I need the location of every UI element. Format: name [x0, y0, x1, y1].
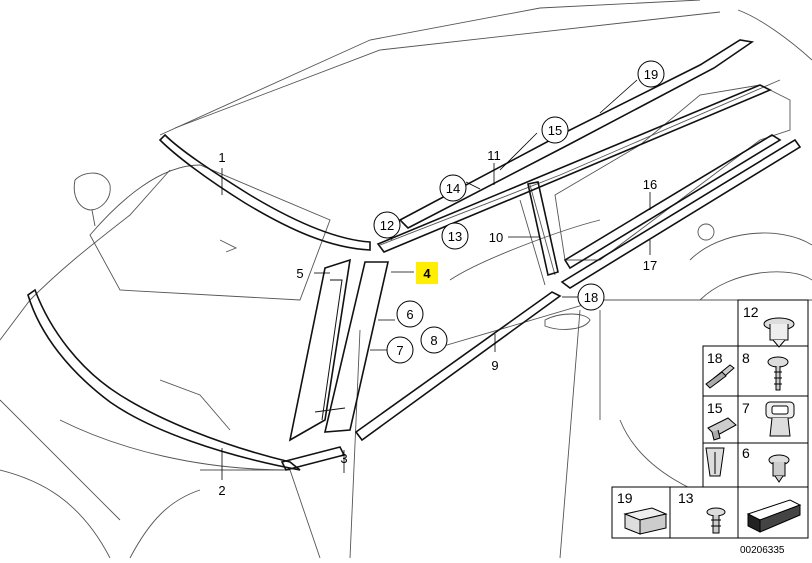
screw-8-icon [767, 356, 789, 391]
callout-2: 2 [218, 483, 225, 498]
callout-10: 10 [489, 230, 503, 245]
parts-panel: 12 18 8 15 7 14 6 19 13 [611, 299, 809, 539]
callout-12-circle [373, 211, 401, 239]
callout-14-circle [439, 174, 467, 202]
callout-9: 9 [491, 358, 498, 373]
callout-18-circle [577, 283, 605, 311]
rivet-6-icon [768, 454, 790, 483]
part-box-18-8 [702, 345, 809, 397]
reference-arrow-icon [746, 499, 802, 533]
part-label-15: 15 [707, 400, 723, 416]
callout-15: 15 [548, 123, 562, 138]
grommet-14-icon [705, 447, 725, 477]
callouts: 1 2 3 4 5 6 7 8 9 10 11 12 13 14 15 16 1… [218, 60, 665, 498]
callout-6: 6 [406, 307, 413, 322]
callout-18: 18 [584, 290, 598, 305]
clip-12-icon [763, 317, 795, 348]
callout-13-circle [441, 222, 469, 250]
callout-4: 4 [423, 266, 431, 281]
callout-11: 11 [487, 148, 501, 163]
callout-7: 7 [396, 343, 403, 358]
callout-3: 3 [340, 451, 347, 466]
part-label-7: 7 [742, 400, 750, 416]
callout-8-circle [420, 326, 448, 354]
callout-5: 5 [296, 266, 303, 281]
part-label-19: 19 [617, 490, 633, 506]
callout-19: 19 [644, 67, 658, 82]
part-label-8: 8 [742, 350, 750, 366]
callout-8: 8 [430, 333, 437, 348]
callout-12: 12 [380, 218, 394, 233]
callout-6-circle [396, 300, 424, 328]
clip-18-icon [705, 364, 735, 389]
part-label-12: 12 [743, 304, 759, 320]
part-label-13: 13 [678, 490, 694, 506]
callout-17: 17 [643, 258, 657, 273]
foam-pad-19-icon [623, 507, 668, 535]
callout-14: 14 [446, 181, 460, 196]
callout-19-circle [637, 60, 665, 88]
part-label-6: 6 [742, 445, 750, 461]
trim-parts [27, 39, 802, 471]
callout-15-circle [541, 116, 569, 144]
callout-7-circle [386, 336, 414, 364]
callout-16: 16 [643, 177, 657, 192]
callout-4-highlight [416, 262, 438, 284]
callout-13: 13 [448, 229, 462, 244]
clip-7-icon [765, 401, 795, 437]
callout-1: 1 [218, 150, 225, 165]
bracket-15-icon [707, 417, 737, 441]
screw-13-icon [706, 507, 726, 534]
part-label-18: 18 [707, 350, 723, 366]
reference-number: 00206335 [740, 545, 785, 556]
